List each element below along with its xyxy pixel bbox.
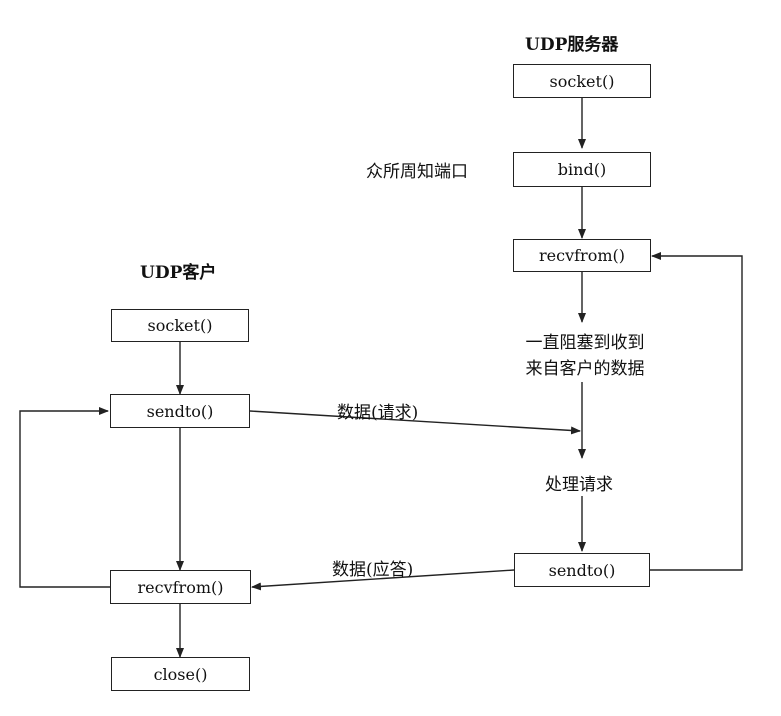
block-note-line-2: 来自客户的数据 <box>525 359 645 379</box>
arrow-client-loop <box>19 407 110 588</box>
client-close-box: close() <box>111 657 250 691</box>
bind-note: 众所周知端口 <box>366 162 468 182</box>
block-note: 一直阻塞到收到 来自客户的数据 <box>500 330 670 382</box>
process-note: 处理请求 <box>545 475 613 495</box>
server-bind-box: bind() <box>513 152 651 187</box>
client-socket-box: socket() <box>111 309 249 342</box>
arrow-request <box>249 410 581 435</box>
request-label: 数据(请求) <box>337 403 419 423</box>
server-sendto-box: sendto() <box>514 553 650 587</box>
client-title: UDP客户 <box>140 263 217 283</box>
server-recvfrom-box: recvfrom() <box>513 239 651 272</box>
arrow-server-loop <box>649 252 743 571</box>
arrow-reply <box>251 569 515 591</box>
server-socket-box: socket() <box>513 64 651 98</box>
client-recvfrom-box: recvfrom() <box>110 570 251 604</box>
block-note-line-1: 一直阻塞到收到 <box>525 333 645 353</box>
server-title: UDP服务器 <box>525 35 619 55</box>
reply-label: 数据(应答) <box>332 560 414 580</box>
client-sendto-box: sendto() <box>110 394 250 428</box>
